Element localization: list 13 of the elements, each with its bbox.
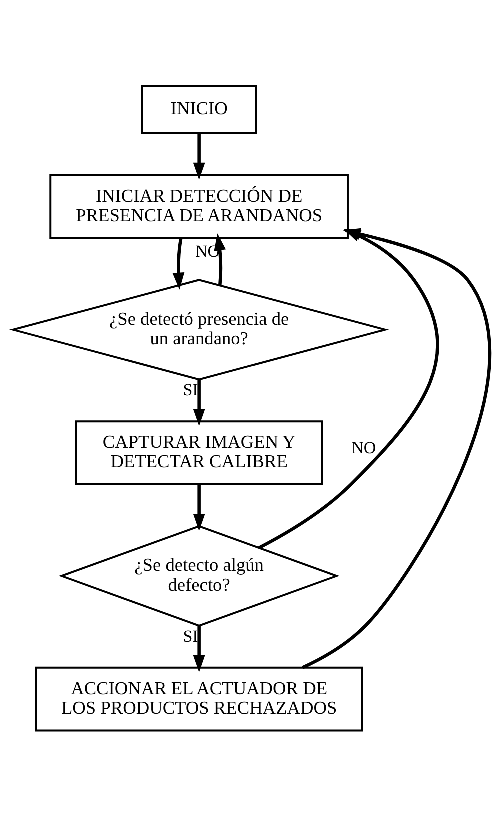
arrow (172, 238, 185, 290)
arrow (214, 233, 226, 286)
arrow (193, 132, 206, 180)
node-diamond: ¿Se detecto algún defecto? (58, 524, 340, 626)
arrow (193, 484, 206, 531)
node-box: INICIO (141, 84, 258, 134)
edge-label: NO (352, 438, 376, 457)
node-box: ACCIONAR EL ACTUADOR DE LOS PRODUCTOS RECHAZADOS (35, 666, 364, 732)
node-diamond: ¿Se detectó presencia de un arandano? (10, 278, 390, 380)
node-box: INICIAR DETECCIÓN DE PRESENCIA DE ARANDANOS (50, 174, 349, 239)
arrow (193, 626, 206, 672)
arrow (193, 379, 206, 426)
node-box: CAPTURAR IMAGEN Y DETECTAR CALIBRE (75, 420, 324, 485)
